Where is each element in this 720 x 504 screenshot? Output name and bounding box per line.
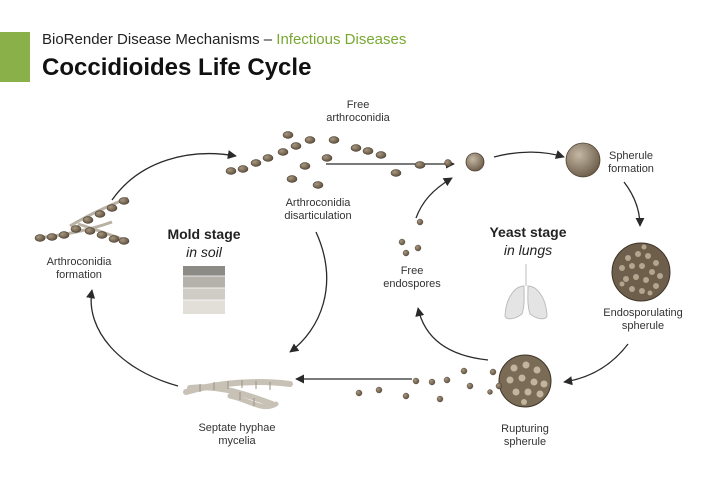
yeast-stage-location: in lungs (503, 242, 553, 258)
mold-stage-location: in soil (186, 244, 222, 260)
arrow-to-arthroconidia-formation (86, 289, 179, 387)
spherule-formation-illustration (565, 142, 601, 178)
arrow-to-disarticulation (111, 150, 237, 201)
subtitle: BioRender Disease Mechanisms – Infectiou… (42, 31, 406, 48)
yeast-stage: Yeast stage in lungs (489, 224, 566, 258)
label-free-endospores: Free endospores (383, 265, 441, 290)
septate-hyphae-illustration (183, 379, 293, 410)
label-free-arthroconidia: Free arthroconidia (326, 99, 390, 124)
yeast-cycle-arrows (295, 150, 645, 386)
free-arthroconidium-illustration (444, 152, 485, 172)
arthroconidia-formation-illustration (34, 196, 130, 245)
label-arthroconidia-formation: Arthroconidia formation (46, 256, 112, 281)
arrow-to-rupturing (563, 343, 629, 386)
mold-stage: Mold stage in soil (167, 226, 240, 260)
endosporulating-spherule-illustration (611, 242, 671, 302)
disarticulation-illustration (225, 131, 426, 189)
endospores-illustration (355, 376, 451, 403)
arrow-to-spherule (493, 150, 565, 159)
label-septate-hyphae: Septate hyphae mycelia (198, 422, 276, 447)
soil-layers-icon (183, 266, 225, 314)
mold-stage-name: Mold stage (167, 226, 241, 242)
arrow-to-free-endospores (415, 307, 489, 361)
rupturing-spherule-illustration (460, 354, 552, 408)
lungs-icon (504, 264, 548, 320)
page-title: Coccidioides Life Cycle (42, 54, 312, 81)
arrow-to-endosporulating (623, 181, 645, 227)
yeast-stage-name: Yeast stage (489, 224, 567, 240)
free-endospores-illustration (398, 218, 424, 257)
arrow-to-septate-hyphae (289, 231, 328, 353)
label-endosporulating-spherule: Endosporulating spherule (603, 307, 683, 332)
label-spherule-formation: Spherule formation (608, 150, 654, 175)
label-rupturing-spherule: Rupturing spherule (501, 423, 549, 448)
arrow-to-arthroconidium-recycle (415, 177, 453, 219)
label-arthroconidia-disarticulation: Arthroconidia disarticulation (284, 197, 352, 222)
mold-cycle-arrows (86, 150, 455, 387)
subtitle-category: Infectious Diseases (276, 31, 407, 48)
accent-bar (0, 32, 30, 82)
header: BioRender Disease Mechanisms – Infectiou… (42, 31, 406, 82)
subtitle-prefix: BioRender Disease Mechanisms – (42, 31, 277, 48)
